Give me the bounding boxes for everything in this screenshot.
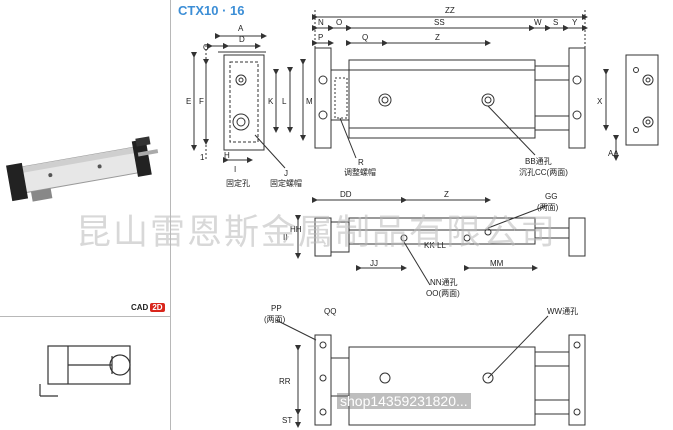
dim-K: K: [268, 97, 274, 106]
dim-II: II: [283, 233, 287, 242]
dim-S: S: [553, 18, 558, 27]
dim-O: O: [336, 18, 342, 27]
dim-ZZ: ZZ: [445, 6, 455, 15]
dim-Z: Z: [435, 33, 440, 42]
cad-2d-label: 2D: [150, 303, 165, 312]
cad-label: CAD: [131, 303, 149, 312]
dim-SS: SS: [434, 18, 445, 27]
end-view: [625, 54, 659, 146]
panel-divider: [0, 316, 170, 317]
dim-Q: Q: [362, 33, 368, 42]
dim-J: J: [284, 169, 288, 178]
side-view: [205, 45, 266, 160]
dim-R: R: [358, 158, 364, 167]
dim-A: A: [238, 24, 244, 33]
note-gg-both: (两面): [537, 203, 559, 212]
product-panel: CAD 2D: [0, 0, 171, 430]
dim-PP: PP: [271, 304, 282, 313]
dim-LL: LL: [437, 241, 446, 250]
cylinder-symbol: [39, 345, 131, 397]
dim-JJ: JJ: [370, 259, 378, 268]
note-ww-hole: WW通孔: [547, 306, 578, 316]
note-nn-hole: NN通孔: [430, 277, 458, 287]
middle-view: [314, 217, 586, 257]
dim-KK: KK: [424, 241, 435, 250]
dim-I: I: [234, 165, 236, 174]
dim-N: N: [318, 18, 324, 27]
model-title: CTX10 · 16: [178, 3, 245, 18]
note-adjust-nut: 调整螺帽: [344, 167, 376, 177]
dim-QQ: QQ: [324, 307, 336, 316]
dim-F: F: [199, 97, 204, 106]
dim-W: W: [534, 18, 542, 27]
product-photo: [6, 136, 159, 202]
dim-P: P: [318, 33, 323, 42]
dim-Y: Y: [572, 18, 578, 27]
dim-1: 1: [200, 153, 205, 162]
dim-DD: DD: [340, 190, 352, 199]
cad-2d-badge[interactable]: CAD 2D: [131, 303, 165, 312]
shop-overlay: shop14359231820...: [337, 393, 471, 409]
dim-C: C: [203, 43, 209, 52]
dim-GG: GG: [545, 192, 557, 201]
dim-ST: ST: [282, 416, 292, 425]
dim-H: H: [224, 151, 230, 160]
dim-MM: MM: [490, 259, 504, 268]
note-cc-counterbore: 沉孔CC(两面): [519, 168, 568, 177]
dim-RR: RR: [279, 377, 291, 386]
dim-E: E: [186, 97, 191, 106]
note-fixed-nut: 固定螺帽: [270, 178, 302, 188]
dim-X: X: [597, 97, 603, 106]
note-fixed-hole: 固定孔: [226, 178, 250, 188]
dim-D: D: [239, 35, 245, 44]
note-oo-both: OO(两面): [426, 289, 460, 298]
dim-HH: HH: [290, 225, 302, 234]
dim-AA: AA: [608, 149, 619, 158]
note-bb-hole: BB通孔: [525, 156, 552, 166]
dim-L: L: [282, 97, 287, 106]
dim-M: M: [306, 97, 313, 106]
dimension-labels: A C D E F K 1 I H 固定孔 固定螺帽 J ZZ N O SS W…: [186, 6, 619, 425]
top-view: [314, 47, 586, 149]
bottom-view: [314, 334, 586, 426]
dim-Z-mid: Z: [444, 190, 449, 199]
watermark-company: 昆山雷恩斯金属制品有限公司: [76, 213, 558, 253]
note-pp-both: (两面): [264, 315, 286, 324]
